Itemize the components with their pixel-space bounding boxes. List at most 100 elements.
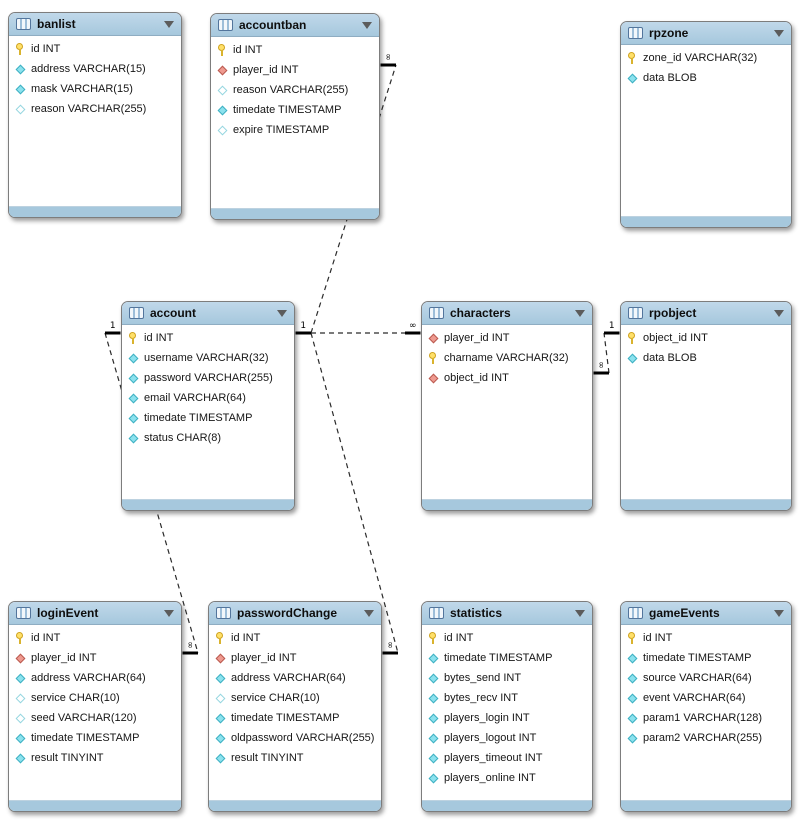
column-label: data BLOB: [643, 352, 697, 364]
collapse-arrow-icon[interactable]: [362, 21, 372, 29]
column-row-players_logout[interactable]: players_logout INT: [422, 728, 592, 748]
column-row-zone_id[interactable]: zone_id VARCHAR(32): [621, 48, 791, 68]
column-row-player_id[interactable]: player_id INT: [211, 60, 379, 80]
column-row-bytes_recv[interactable]: bytes_recv INT: [422, 688, 592, 708]
collapse-arrow-icon[interactable]: [164, 20, 174, 28]
table-gameEvents[interactable]: gameEvents id INT timedate TIMESTAMP sourc…: [620, 601, 792, 812]
column-row-param2[interactable]: param2 VARCHAR(255): [621, 728, 791, 748]
table-header[interactable]: statistics: [422, 602, 592, 625]
column-row-id[interactable]: id INT: [122, 328, 294, 348]
column-notnull-diamond-icon: [214, 752, 226, 764]
column-row-event[interactable]: event VARCHAR(64): [621, 688, 791, 708]
column-row-id[interactable]: id INT: [9, 39, 181, 59]
column-row-player_id[interactable]: player_id INT: [9, 648, 181, 668]
column-row-timedate[interactable]: timedate TIMESTAMP: [9, 728, 181, 748]
column-row-seed[interactable]: seed VARCHAR(120): [9, 708, 181, 728]
column-row-status[interactable]: status CHAR(8): [122, 428, 294, 448]
column-row-id[interactable]: id INT: [209, 628, 381, 648]
cardinality-label-passwordChange: ∞: [384, 641, 394, 649]
column-row-username[interactable]: username VARCHAR(32): [122, 348, 294, 368]
table-header[interactable]: passwordChange: [209, 602, 381, 625]
column-row-object_id[interactable]: object_id INT: [422, 368, 592, 388]
collapse-arrow-icon[interactable]: [364, 609, 374, 617]
column-row-result[interactable]: result TINYINT: [209, 748, 381, 768]
column-row-param1[interactable]: param1 VARCHAR(128): [621, 708, 791, 728]
column-row-players_login[interactable]: players_login INT: [422, 708, 592, 728]
collapse-arrow-icon[interactable]: [774, 309, 784, 317]
column-row-id[interactable]: id INT: [211, 40, 379, 60]
column-label: id INT: [233, 44, 263, 56]
column-label: players_online INT: [444, 772, 536, 784]
column-row-reason[interactable]: reason VARCHAR(255): [9, 99, 181, 119]
relationship-line-characters-rpobject[interactable]: [603, 332, 610, 374]
column-row-object_id[interactable]: object_id INT: [621, 328, 791, 348]
table-title: characters: [450, 306, 511, 320]
column-row-service[interactable]: service CHAR(10): [209, 688, 381, 708]
table-footer: [621, 800, 791, 811]
column-row-address[interactable]: address VARCHAR(64): [9, 668, 181, 688]
column-label: address VARCHAR(64): [31, 672, 146, 684]
column-label: service CHAR(10): [231, 692, 320, 704]
column-row-oldpassword[interactable]: oldpassword VARCHAR(255): [209, 728, 381, 748]
collapse-arrow-icon[interactable]: [277, 309, 287, 317]
column-row-timedate[interactable]: timedate TIMESTAMP: [422, 648, 592, 668]
column-row-source[interactable]: source VARCHAR(64): [621, 668, 791, 688]
column-row-address[interactable]: address VARCHAR(15): [9, 59, 181, 79]
column-label: expire TIMESTAMP: [233, 124, 330, 136]
column-row-reason[interactable]: reason VARCHAR(255): [211, 80, 379, 100]
column-label: timedate TIMESTAMP: [643, 652, 752, 664]
column-row-charname[interactable]: charname VARCHAR(32): [422, 348, 592, 368]
collapse-arrow-icon[interactable]: [774, 609, 784, 617]
table-header[interactable]: gameEvents: [621, 602, 791, 625]
table-title: passwordChange: [237, 606, 338, 620]
column-row-id[interactable]: id INT: [9, 628, 181, 648]
column-row-timedate[interactable]: timedate TIMESTAMP: [209, 708, 381, 728]
table-grid-icon: [628, 607, 643, 619]
column-row-email[interactable]: email VARCHAR(64): [122, 388, 294, 408]
table-header[interactable]: characters: [422, 302, 592, 325]
table-header[interactable]: rpzone: [621, 22, 791, 45]
table-header[interactable]: banlist: [9, 13, 181, 36]
column-row-expire[interactable]: expire TIMESTAMP: [211, 120, 379, 140]
column-label: bytes_send INT: [444, 672, 522, 684]
table-loginEvent[interactable]: loginEvent id INT player_id INT address VA…: [8, 601, 182, 812]
column-row-timedate[interactable]: timedate TIMESTAMP: [122, 408, 294, 428]
column-row-password[interactable]: password VARCHAR(255): [122, 368, 294, 388]
column-row-result[interactable]: result TINYINT: [9, 748, 181, 768]
table-footer: [422, 800, 592, 811]
column-row-player_id[interactable]: player_id INT: [422, 328, 592, 348]
collapse-arrow-icon[interactable]: [774, 29, 784, 37]
table-grid-icon: [429, 307, 444, 319]
table-header[interactable]: rpobject: [621, 302, 791, 325]
column-row-id[interactable]: id INT: [422, 628, 592, 648]
collapse-arrow-icon[interactable]: [164, 609, 174, 617]
table-grid-icon: [216, 607, 231, 619]
column-label: id INT: [31, 632, 61, 644]
column-row-bytes_send[interactable]: bytes_send INT: [422, 668, 592, 688]
column-row-players_timeout[interactable]: players_timeout INT: [422, 748, 592, 768]
table-header[interactable]: loginEvent: [9, 602, 181, 625]
column-row-address[interactable]: address VARCHAR(64): [209, 668, 381, 688]
column-row-players_online[interactable]: players_online INT: [422, 768, 592, 788]
column-row-timedate[interactable]: timedate TIMESTAMP: [211, 100, 379, 120]
table-rpobject[interactable]: rpobject object_id INT data BLOB: [620, 301, 792, 511]
collapse-arrow-icon[interactable]: [575, 609, 585, 617]
table-rpzone[interactable]: rpzone zone_id VARCHAR(32)data BLOB: [620, 21, 792, 228]
column-row-service[interactable]: service CHAR(10): [9, 688, 181, 708]
column-row-data[interactable]: data BLOB: [621, 68, 791, 88]
column-row-mask[interactable]: mask VARCHAR(15): [9, 79, 181, 99]
column-row-data[interactable]: data BLOB: [621, 348, 791, 368]
cardinality-label-account: 1: [300, 321, 306, 331]
collapse-arrow-icon[interactable]: [575, 309, 585, 317]
column-row-player_id[interactable]: player_id INT: [209, 648, 381, 668]
column-row-timedate[interactable]: timedate TIMESTAMP: [621, 648, 791, 668]
column-row-id[interactable]: id INT: [621, 628, 791, 648]
table-header[interactable]: accountban: [211, 14, 379, 37]
table-header[interactable]: account: [122, 302, 294, 325]
